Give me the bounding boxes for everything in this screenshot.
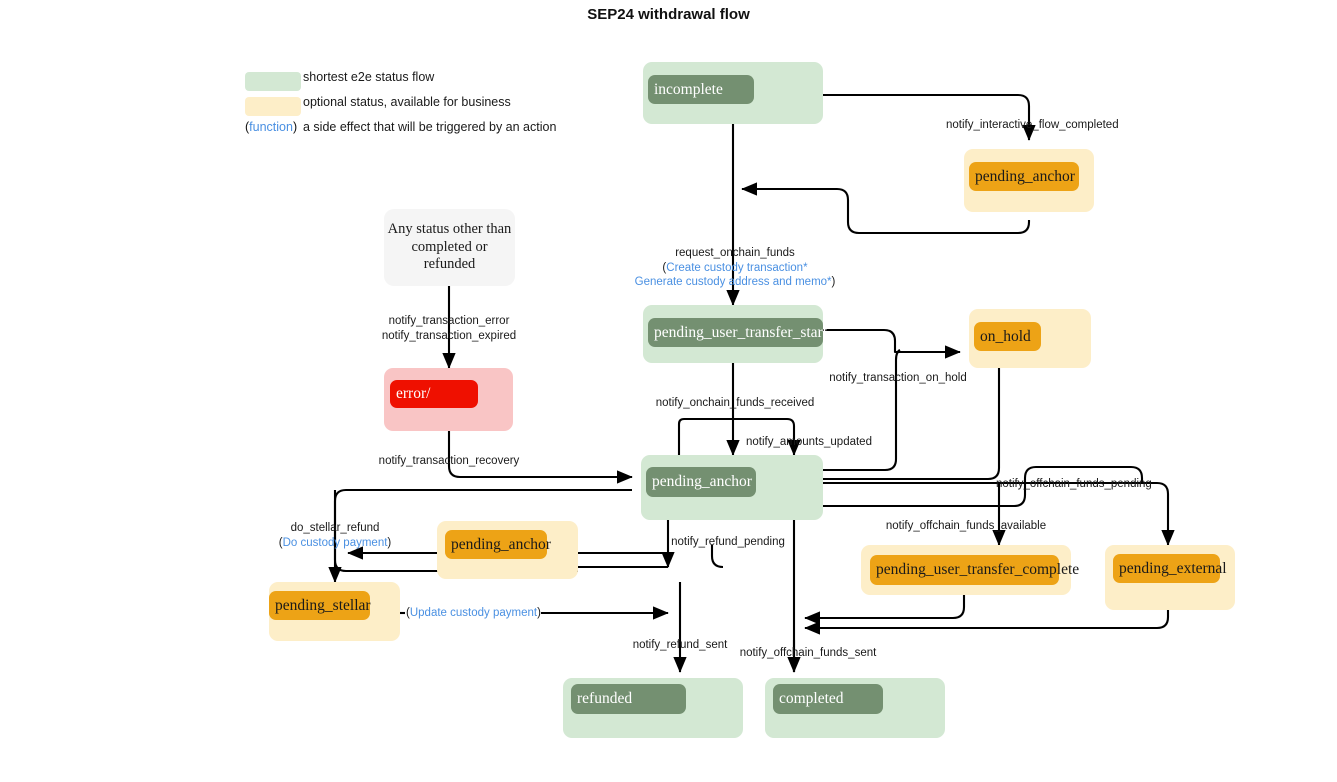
- node-pending-external-label: pending_external: [1113, 554, 1227, 583]
- node-on-hold[interactable]: on_hold: [969, 309, 1091, 368]
- node-pending-anchor-top-label: pending_anchor: [969, 162, 1079, 191]
- fn-update-custody-payment: Update custody payment: [409, 607, 538, 619]
- request-onchain-funds-line1: request_onchain_funds: [675, 247, 795, 259]
- node-pending-stellar-label: pending_stellar: [269, 591, 371, 620]
- edge-label-request-onchain-funds: request_onchain_funds (Create custody tr…: [635, 246, 836, 290]
- node-pending-user-transfer-complete[interactable]: pending_user_transfer_complete: [861, 545, 1079, 595]
- node-pending-external[interactable]: pending_external: [1105, 545, 1235, 610]
- legend-function-word: function: [249, 120, 293, 134]
- legend-label-function: a side effect that will be triggered by …: [303, 120, 557, 134]
- legend-swatch-yellow: [245, 97, 301, 116]
- paren-close: ): [831, 276, 836, 289]
- node-error-expired-label-secondary: expired: [396, 764, 443, 781]
- edge-pending-anchor-to-on-hold-trunk: [823, 349, 901, 472]
- paren-open: (: [406, 607, 410, 619]
- edge-label-notify-onchain-funds-received: notify_onchain_funds_received: [655, 397, 815, 409]
- node-pending-anchor-refund-label: pending_anchor: [445, 530, 551, 559]
- node-on-hold-label: on_hold: [974, 322, 1041, 351]
- edge-pending-external-to-completed: [804, 610, 1170, 635]
- page-title: SEP24 withdrawal flow: [587, 6, 750, 23]
- node-pending-user-transfer-complete-label: pending_user_transfer_complete: [870, 555, 1079, 585]
- paren-close: ): [387, 536, 392, 549]
- legend-label-yellow: optional status, available for business: [303, 95, 511, 109]
- edge-label-notify-refund-sent: notify_refund_sent: [632, 639, 728, 651]
- node-refunded[interactable]: refunded: [563, 678, 743, 738]
- edge-label-notify-interactive-flow-completed: notify_interactive_flow_completed: [946, 119, 1119, 131]
- edge-label-update-custody-payment: (Update custody payment): [406, 606, 541, 621]
- label-do-stellar-refund-fn: (Do custody payment): [279, 536, 392, 551]
- edge-pending-user-transfer-start-to-on-hold: [823, 328, 961, 359]
- paren-open: (: [245, 120, 250, 134]
- edge-pending-anchor-to-pending-external: [823, 481, 1175, 546]
- node-pending-stellar[interactable]: pending_stellar: [269, 582, 400, 641]
- fn-create-custody-transaction: Create custody transaction*: [666, 261, 808, 274]
- edge-label-do-stellar-refund: do_stellar_refund (Do custody payment): [279, 521, 392, 550]
- node-error-expired-label: error/: [390, 380, 478, 408]
- edge-label-notify-offchain-funds-available: notify_offchain_funds_available: [885, 520, 1047, 532]
- legend-label-green: shortest e2e status flow: [303, 70, 435, 84]
- node-completed[interactable]: completed: [765, 678, 945, 738]
- node-pending-anchor-top[interactable]: pending_anchor: [964, 149, 1094, 212]
- paren-open: (: [662, 261, 667, 274]
- edge-transfer-complete-to-completed: [804, 595, 966, 625]
- edge-label-notify-amounts-updated: notify_amounts_updated: [746, 436, 872, 448]
- node-any-status-note-label: Any status other than completed or refun…: [387, 220, 512, 273]
- edge-label-notify-transaction-error-expired: notify_transaction_error notify_transact…: [382, 314, 516, 343]
- node-incomplete[interactable]: incomplete: [643, 62, 823, 124]
- fn-generate-custody-address: Generate custody address and memo*: [634, 276, 832, 289]
- legend-function-token: (function): [245, 120, 297, 134]
- request-onchain-funds-line2: (Create custody transaction*: [635, 261, 836, 276]
- fn-do-custody-payment: Do custody payment: [282, 536, 388, 549]
- node-refunded-label: refunded: [571, 684, 686, 714]
- edge-label-notify-offchain-funds-pending: notify_offchain_funds_pending: [996, 478, 1152, 490]
- node-pending-anchor-refund[interactable]: pending_anchor: [437, 521, 578, 579]
- node-pending-user-transfer-start[interactable]: pending_user_transfer_start: [643, 305, 827, 363]
- node-pending-anchor-center-label: pending_anchor: [646, 467, 756, 497]
- paren-open: (: [278, 536, 283, 549]
- legend-swatch-green: [245, 72, 301, 91]
- edge-label-notify-transaction-on-hold: notify_transaction_on_hold: [829, 372, 967, 384]
- label-do-stellar-refund: do_stellar_refund: [290, 522, 380, 534]
- paren-close: ): [292, 120, 298, 134]
- node-any-status-note: Any status other than completed or refun…: [384, 209, 515, 286]
- request-onchain-funds-line3: Generate custody address and memo*): [635, 275, 836, 290]
- node-pending-user-transfer-start-label: pending_user_transfer_start: [648, 318, 827, 347]
- paren-close: ): [537, 607, 541, 619]
- node-completed-label: completed: [773, 684, 883, 714]
- edge-label-notify-refund-pending: notify_refund_pending: [671, 536, 785, 548]
- label-notify-transaction-error: notify_transaction_error: [388, 315, 510, 327]
- label-notify-transaction-expired: notify_transaction_expired: [381, 329, 517, 342]
- node-incomplete-label: incomplete: [648, 75, 754, 104]
- edge-label-notify-offchain-funds-sent: notify_offchain_funds_sent: [739, 647, 877, 659]
- node-pending-anchor-center[interactable]: pending_anchor: [641, 455, 823, 520]
- node-error-expired[interactable]: error/ expired: [384, 368, 513, 781]
- edge-label-notify-transaction-recovery: notify_transaction_recovery: [378, 455, 520, 467]
